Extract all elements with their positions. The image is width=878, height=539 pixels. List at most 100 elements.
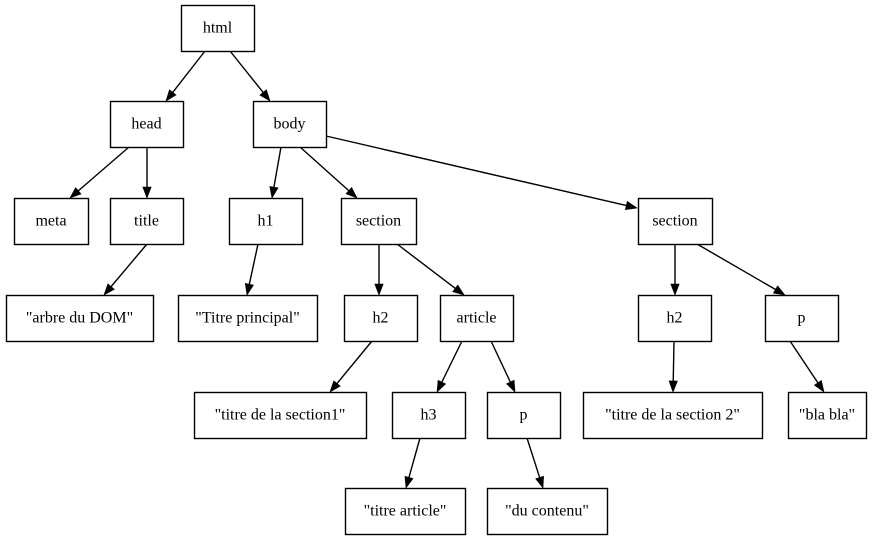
node-box[interactable] <box>582 391 764 440</box>
node-label: h1 <box>258 213 274 230</box>
arrowhead-icon <box>259 89 271 102</box>
node-ducontenu[interactable]: "du contenu" <box>486 487 609 536</box>
arrowhead-icon <box>345 187 358 199</box>
node-html[interactable]: html <box>180 4 256 53</box>
edge-line <box>299 146 351 193</box>
node-box[interactable] <box>391 391 467 440</box>
arrowhead-icon <box>165 89 177 102</box>
node-meta[interactable]: meta <box>13 197 90 246</box>
node-label: section <box>356 213 401 230</box>
node-label: "titre de la section 2" <box>605 407 740 424</box>
node-box[interactable] <box>344 487 467 536</box>
node-box[interactable] <box>637 294 713 343</box>
edge-line <box>76 146 130 193</box>
node-head[interactable]: head <box>109 100 185 149</box>
edge-layer <box>69 50 825 489</box>
node-label: h2 <box>667 310 683 327</box>
node-label: "titre de la section1" <box>215 407 346 424</box>
node-label: p <box>520 407 528 424</box>
arrowhead-icon <box>535 475 544 489</box>
edge-head-to-meta <box>69 146 130 199</box>
arrowhead-icon <box>452 284 465 296</box>
node-box[interactable] <box>180 4 256 53</box>
node-box[interactable] <box>109 100 185 149</box>
node-label: title <box>134 213 159 230</box>
edge-h3-to-titrearti <box>404 437 421 489</box>
arrowhead-icon <box>269 186 279 199</box>
node-box[interactable] <box>486 487 609 536</box>
edge-line <box>109 243 148 289</box>
node-box[interactable] <box>637 197 714 246</box>
node-box[interactable] <box>340 197 418 246</box>
node-box[interactable] <box>486 391 562 440</box>
node-section2[interactable]: section <box>637 197 714 246</box>
edge-section2-to-pb <box>696 243 786 296</box>
edge-body-to-section2 <box>325 135 638 210</box>
arrowhead-icon <box>142 186 152 199</box>
node-label: article <box>457 310 497 327</box>
node-box[interactable] <box>13 197 90 246</box>
node-label: head <box>131 116 161 133</box>
node-blabla[interactable]: "bla bla" <box>787 391 868 440</box>
edge-line <box>696 243 778 292</box>
node-box[interactable] <box>193 391 368 440</box>
node-label: section <box>652 213 697 230</box>
edge-line <box>396 243 458 291</box>
node-pb[interactable]: p <box>764 294 840 343</box>
node-titrep[interactable]: "Titre principal" <box>177 294 319 343</box>
arrowhead-icon <box>244 282 254 296</box>
node-box[interactable] <box>5 294 155 343</box>
edge-line <box>407 437 421 480</box>
node-titresec1[interactable]: "titre de la section1" <box>193 391 368 440</box>
arrowhead-icon <box>374 283 384 296</box>
node-h2a[interactable]: h2 <box>343 294 419 343</box>
node-h2b[interactable]: h2 <box>637 294 713 343</box>
edge-h1-to-titrep <box>244 243 259 296</box>
node-box[interactable] <box>343 294 419 343</box>
node-box[interactable] <box>177 294 319 343</box>
arrowhead-icon <box>69 187 82 199</box>
node-box[interactable] <box>764 294 840 343</box>
node-article[interactable]: article <box>439 294 515 343</box>
arrowhead-icon <box>772 285 786 296</box>
node-box[interactable] <box>252 100 328 149</box>
node-box[interactable] <box>228 197 304 246</box>
node-h1[interactable]: h1 <box>228 197 304 246</box>
node-titresec2[interactable]: "titre de la section 2" <box>582 391 764 440</box>
node-label: body <box>274 116 306 133</box>
edge-pa-to-ducontenu <box>526 437 544 489</box>
edge-html-to-head <box>165 50 206 102</box>
node-box[interactable] <box>787 391 868 440</box>
node-label: "titre article" <box>364 503 447 520</box>
arrowhead-icon <box>813 380 825 393</box>
arrowhead-icon <box>436 379 447 393</box>
node-h3[interactable]: h3 <box>391 391 467 440</box>
node-box[interactable] <box>109 197 185 246</box>
edge-body-to-section1 <box>299 146 358 199</box>
node-body[interactable]: body <box>252 100 328 149</box>
node-section1[interactable]: section <box>340 197 418 246</box>
edge-body-to-h1 <box>269 146 282 199</box>
edge-line <box>526 437 541 480</box>
arrowhead-icon <box>505 379 516 393</box>
arrowhead-icon <box>329 380 341 393</box>
edge-article-to-h3 <box>436 340 463 393</box>
edge-article-to-pa <box>490 340 516 393</box>
edge-h2b-to-titresec2 <box>668 340 678 393</box>
node-label: html <box>203 20 233 37</box>
edge-section2-to-h2b <box>670 244 680 296</box>
arrowhead-icon <box>624 200 638 210</box>
node-title[interactable]: title <box>109 197 185 246</box>
edge-pb-to-blabla <box>789 340 825 393</box>
node-label: "arbre du DOM" <box>26 310 133 327</box>
node-arbre[interactable]: "arbre du DOM" <box>5 294 155 343</box>
node-box[interactable] <box>439 294 515 343</box>
node-titrearti[interactable]: "titre article" <box>344 487 467 536</box>
edge-line <box>325 135 629 207</box>
node-pa[interactable]: p <box>486 391 562 440</box>
arrowhead-icon <box>668 380 678 393</box>
edge-title-to-arbre <box>103 243 148 296</box>
edge-line <box>440 340 463 385</box>
